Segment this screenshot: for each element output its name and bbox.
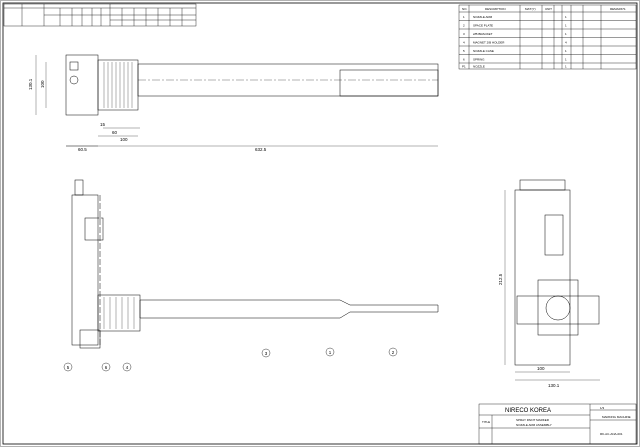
side-view-dims — [504, 190, 600, 381]
svg-text:60: 60 — [112, 130, 118, 135]
svg-text:1: 1 — [329, 350, 332, 355]
svg-text:TITLE: TITLE — [482, 420, 490, 424]
svg-text:2: 2 — [463, 24, 465, 28]
svg-text:DESCRIPTION: DESCRIPTION — [485, 7, 506, 11]
svg-text:2: 2 — [392, 350, 395, 355]
svg-text:4: 4 — [126, 365, 129, 370]
parts-list-table — [458, 4, 637, 70]
svg-text:1: 1 — [565, 24, 567, 28]
callout-balloons — [63, 347, 398, 372]
svg-text:P1: P1 — [462, 65, 466, 69]
title-block-text: NIRECO KOREA TITLE SPRAY PAINT MARKER NO… — [482, 406, 631, 436]
svg-text:MARKING MACHINE: MARKING MACHINE — [602, 415, 631, 419]
side-view-dim-text: 212.5 100 130.1 — [498, 273, 560, 388]
svg-text:3: 3 — [265, 351, 268, 356]
svg-text:SPRING: SPRING — [473, 58, 485, 62]
svg-text:212.5: 212.5 — [498, 273, 503, 285]
svg-text:NOZZLE CASE: NOZZLE CASE — [473, 49, 494, 53]
svg-text:RK-AC-ANA-001: RK-AC-ANA-001 — [600, 432, 623, 436]
svg-text:NOZZLE: NOZZLE — [473, 65, 485, 69]
svg-text:3: 3 — [463, 32, 465, 36]
svg-text:5: 5 — [463, 49, 465, 53]
front-view — [71, 179, 439, 349]
svg-text:UNIT: UNIT — [545, 7, 552, 11]
svg-text:1/3: 1/3 — [600, 406, 605, 410]
svg-text:15: 15 — [100, 122, 106, 127]
svg-text:1: 1 — [463, 15, 465, 19]
title-block — [478, 403, 637, 445]
svg-text:NOZZLE ARM: NOZZLE ARM — [473, 15, 493, 19]
svg-text:REMARK'S: REMARK'S — [610, 7, 625, 11]
top-view — [65, 54, 439, 116]
svg-text:4: 4 — [463, 41, 465, 45]
svg-text:NOZZLE ARM ASSEMBLY: NOZZLE ARM ASSEMBLY — [516, 423, 552, 427]
svg-text:1: 1 — [565, 15, 567, 19]
svg-text:MAT'(Y): MAT'(Y) — [525, 7, 536, 11]
svg-text:632.5: 632.5 — [255, 147, 267, 152]
svg-text:SPRAY PAINT MARKER: SPRAY PAINT MARKER — [516, 418, 550, 422]
top-view-dim-text: 130.1 100 60 15 100 60.5 632.5 — [28, 78, 267, 152]
svg-text:5: 5 — [67, 365, 70, 370]
svg-text:MAGNET 2/B HOLDER: MAGNET 2/B HOLDER — [473, 41, 505, 45]
svg-text:100: 100 — [120, 137, 128, 142]
svg-text:NIRECO KOREA: NIRECO KOREA — [505, 408, 551, 414]
svg-text:1: 1 — [565, 49, 567, 53]
tolerance-table — [3, 3, 197, 27]
svg-text:6: 6 — [463, 58, 465, 62]
svg-text:SPACE PLATE: SPACE PLATE — [473, 24, 493, 28]
svg-text:1: 1 — [565, 32, 567, 36]
svg-text:1: 1 — [565, 65, 567, 69]
svg-text:1: 1 — [565, 58, 567, 62]
side-view — [514, 179, 600, 366]
top-view-dims — [35, 55, 438, 147]
svg-text:100: 100 — [537, 366, 545, 371]
balloon-labels: 5 6 4 3 1 2 — [67, 350, 395, 370]
svg-text:2/B BRACKET: 2/B BRACKET — [473, 32, 493, 36]
svg-text:4: 4 — [565, 41, 567, 45]
svg-text:130.1: 130.1 — [548, 383, 560, 388]
svg-text:NO.: NO. — [462, 7, 468, 11]
svg-text:100: 100 — [40, 80, 45, 88]
svg-text:60.5: 60.5 — [78, 147, 87, 152]
svg-text:130.1: 130.1 — [28, 78, 33, 90]
svg-text:6: 6 — [105, 365, 108, 370]
